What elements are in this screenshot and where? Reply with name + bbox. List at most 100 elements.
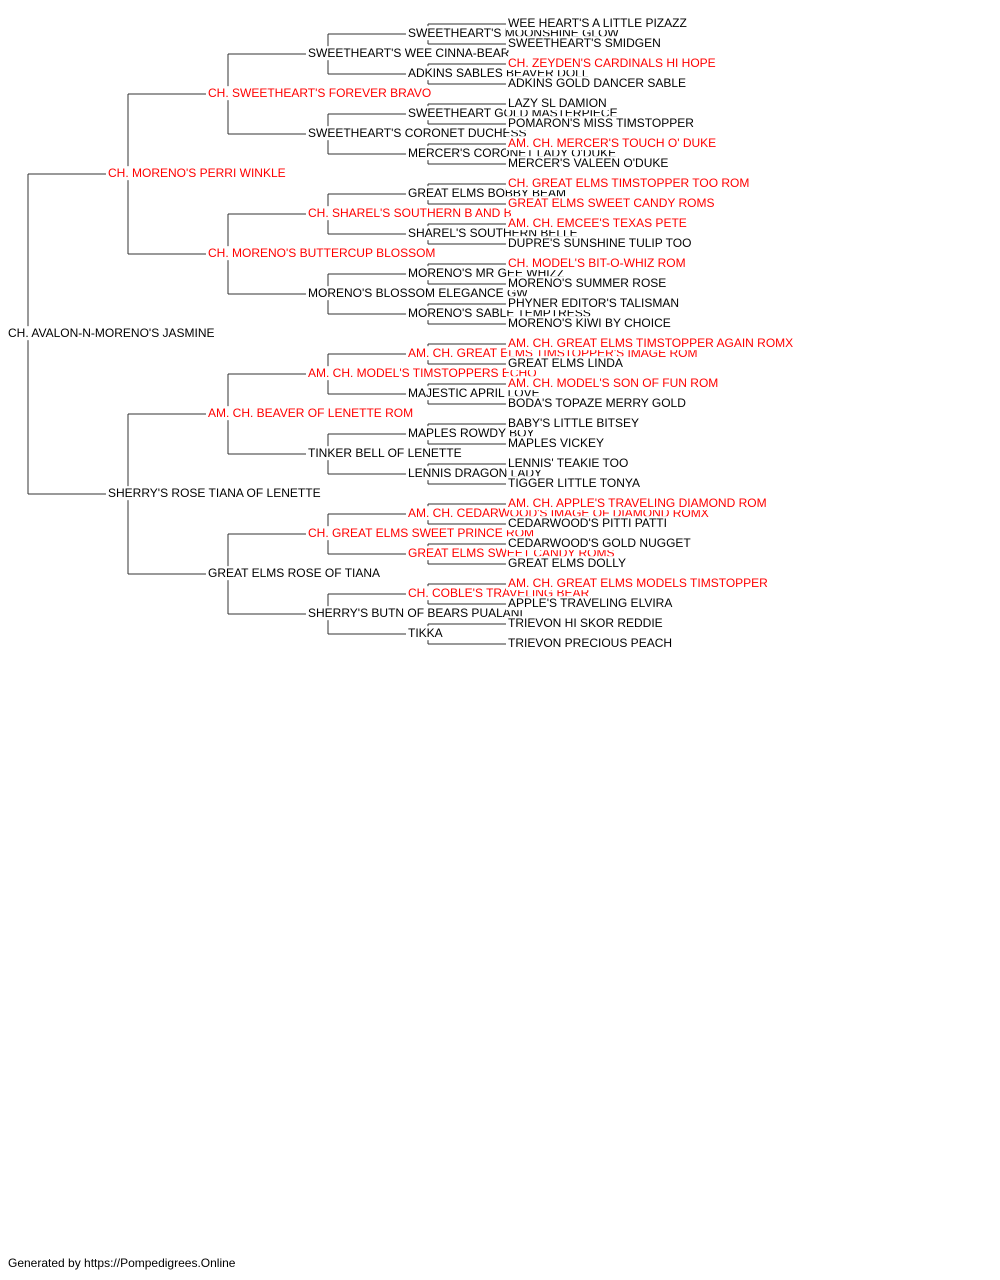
pedigree-name-dam.sire.dam.sire: MAPLES ROWDY BOY — [408, 426, 534, 440]
pedigree-name-sire.sire.dam.dam.sire: AM. CH. MERCER'S TOUCH O' DUKE — [508, 136, 716, 150]
pedigree-name-dam.sire.sire: AM. CH. MODEL'S TIMSTOPPERS ECHO — [308, 366, 537, 380]
name-background — [306, 526, 537, 541]
name-background — [306, 446, 464, 461]
name-background — [506, 376, 721, 391]
name-background — [306, 46, 512, 61]
pedigree-names: CH. AVALON-N-MORENO'S JASMINE CH. MORENO'… — [6, 16, 796, 651]
name-background — [506, 16, 689, 31]
name-background — [506, 556, 629, 571]
pedigree-name-dam.dam.dam.dam.dam: TRIEVON PRECIOUS PEACH — [508, 636, 672, 650]
name-background — [506, 236, 694, 251]
pedigree-name-dam.sire.sire.dam.dam: BODA'S TOPAZE MERRY GOLD — [508, 396, 686, 410]
pedigree-name-sire.dam.dam.dam.sire: PHYNER EDITOR'S TALISMAN — [508, 296, 679, 310]
name-background — [506, 516, 669, 531]
name-background — [506, 76, 689, 91]
pedigree-name-dam.dam.sire.dam.sire: CEDARWOOD'S GOLD NUGGET — [508, 536, 691, 550]
pedigree-name-dam.sire.dam.sire.sire: BABY'S LITTLE BITSEY — [508, 416, 639, 430]
name-background — [506, 156, 671, 171]
name-background — [506, 136, 719, 151]
pedigree-name-dam.sire.dam: TINKER BELL OF LENETTE — [308, 446, 462, 460]
pedigree-name-sire.dam.dam: MORENO'S BLOSSOM ELEGANCE GW — [308, 286, 528, 300]
pedigree-name-dam.dam.sire: CH. GREAT ELMS SWEET PRINCE ROM — [308, 526, 534, 540]
pedigree-name-dam.dam.sire.sire.dam: CEDARWOOD'S PITTI PATTI — [508, 516, 667, 530]
pedigree-name-sire.sire.dam.sire.sire: LAZY SL DAMION — [508, 96, 607, 110]
pedigree-name-sire: CH. MORENO'S PERRI WINKLE — [108, 166, 286, 180]
name-background — [506, 616, 665, 631]
name-background — [506, 176, 752, 191]
pedigree-name-sire.sire.sire.sire.sire: WEE HEART'S A LITTLE PIZAZZ — [508, 16, 687, 30]
pedigree-name-sire.dam.dam.sire.dam: MORENO'S SUMMER ROSE — [508, 276, 666, 290]
name-background — [106, 486, 323, 501]
name-background — [506, 356, 625, 371]
name-background — [206, 86, 434, 101]
pedigree-name-dam.sire.dam.sire.dam: MAPLES VICKEY — [508, 436, 604, 450]
pedigree-name-dam.dam.sire.sire.sire: AM. CH. APPLE'S TRAVELING DIAMOND ROM — [508, 496, 767, 510]
pedigree-name-sire.sire.sire.sire.dam: SWEETHEART'S SMIDGEN — [508, 36, 661, 50]
name-background — [406, 626, 445, 641]
name-background — [506, 576, 771, 591]
pedigree-name-subject: CH. AVALON-N-MORENO'S JASMINE — [8, 326, 215, 340]
name-background — [506, 476, 643, 491]
pedigree-name-sire.dam.sire.sire.dam: GREAT ELMS SWEET CANDY ROMS — [508, 196, 714, 210]
name-background — [506, 416, 642, 431]
name-background — [506, 456, 631, 471]
name-background — [306, 366, 539, 381]
name-background — [506, 396, 689, 411]
pedigree-name-sire.dam: CH. MORENO'S BUTTERCUP BLOSSOM — [208, 246, 435, 260]
pedigree-name-dam.sire.dam.dam.sire: LENNIS' TEAKIE TOO — [508, 456, 628, 470]
pedigree-name-sire.sire.sire.dam.dam: ADKINS GOLD DANCER SABLE — [508, 76, 686, 90]
name-background — [506, 96, 609, 111]
name-background — [206, 246, 438, 261]
pedigree-name-sire.sire.dam.sire.dam: POMARON'S MISS TIMSTOPPER — [508, 116, 694, 130]
name-background — [506, 36, 663, 51]
name-background — [506, 56, 718, 71]
name-background — [506, 276, 669, 291]
pedigree-name-sire.sire.sire: SWEETHEART'S WEE CINNA-BEAR — [308, 46, 510, 60]
name-background — [6, 326, 217, 341]
pedigree-name-sire.dam.sire.dam.dam: DUPRE'S SUNSHINE TULIP TOO — [508, 236, 691, 250]
name-background — [306, 206, 514, 221]
pedigree-name-sire.sire.dam: SWEETHEART'S CORONET DUCHESS — [308, 126, 527, 140]
name-background — [506, 256, 688, 271]
name-background — [206, 406, 416, 421]
name-background — [506, 316, 673, 331]
pedigree-name-sire.dam.sire: CH. SHAREL'S SOUTHERN B AND B — [308, 206, 512, 220]
pedigree-name-sire.dam.dam.dam.dam: MORENO'S KIWI BY CHOICE — [508, 316, 671, 330]
pedigree-name-dam.sire.dam.dam.dam: TIGGER LITTLE TONYA — [508, 476, 640, 490]
pedigree-name-dam.dam.dam.dam: TIKKA — [408, 626, 443, 640]
name-background — [506, 596, 675, 611]
pedigree-name-dam.dam: GREAT ELMS ROSE OF TIANA — [208, 566, 380, 580]
pedigree-name-sire.dam.dam.sire.sire: CH. MODEL'S BIT-O-WHIZ ROM — [508, 256, 686, 270]
pedigree-name-dam.dam.dam: SHERRY'S BUTN OF BEARS PUALANI — [308, 606, 523, 620]
footer-credit: Generated by https://Pompedigrees.Online — [8, 1256, 236, 1270]
name-background — [506, 536, 694, 551]
pedigree-name-sire.dam.sire.dam.sire: AM. CH. EMCEE'S TEXAS PETE — [508, 216, 687, 230]
name-background — [506, 496, 769, 511]
name-background — [506, 196, 717, 211]
pedigree-name-sire.sire.sire.dam.sire: CH. ZEYDEN'S CARDINALS HI HOPE — [508, 56, 716, 70]
pedigree-name-sire.sire.dam.dam.dam: MERCER'S VALEEN O'DUKE — [508, 156, 668, 170]
name-background — [306, 126, 529, 141]
pedigree-name-sire.dam.sire.sire.sire: CH. GREAT ELMS TIMSTOPPER TOO ROM — [508, 176, 749, 190]
pedigree-name-dam.sire.sire.dam.sire: AM. CH. MODEL'S SON OF FUN ROM — [508, 376, 718, 390]
name-background — [506, 336, 796, 351]
name-background — [306, 606, 525, 621]
pedigree-name-dam.dam.sire.dam.dam: GREAT ELMS DOLLY — [508, 556, 626, 570]
name-background — [506, 116, 697, 131]
name-background — [506, 636, 675, 651]
pedigree-name-sire.sire: CH. SWEETHEART'S FOREVER BRAVO — [208, 86, 431, 100]
pedigree-name-dam.sire: AM. CH. BEAVER OF LENETTE ROM — [208, 406, 413, 420]
pedigree-name-dam.sire.sire.sire.dam: GREAT ELMS LINDA — [508, 356, 623, 370]
pedigree-name-dam.dam.dam.dam.sire: TRIEVON HI SKOR REDDIE — [508, 616, 663, 630]
pedigree-name-dam.sire.sire.sire.sire: AM. CH. GREAT ELMS TIMSTOPPER AGAIN ROMX — [508, 336, 793, 350]
name-background — [506, 296, 681, 311]
name-background — [506, 216, 689, 231]
pedigree-name-dam.dam.dam.sire.sire: AM. CH. GREAT ELMS MODELS TIMSTOPPER — [508, 576, 768, 590]
pedigree-name-dam: SHERRY'S ROSE TIANA OF LENETTE — [108, 486, 321, 500]
pedigree-name-dam.dam.dam.sire.dam: APPLE'S TRAVELING ELVIRA — [508, 596, 672, 610]
name-background — [106, 166, 288, 181]
name-background — [506, 436, 607, 451]
name-background — [406, 426, 537, 441]
name-background — [306, 286, 531, 301]
